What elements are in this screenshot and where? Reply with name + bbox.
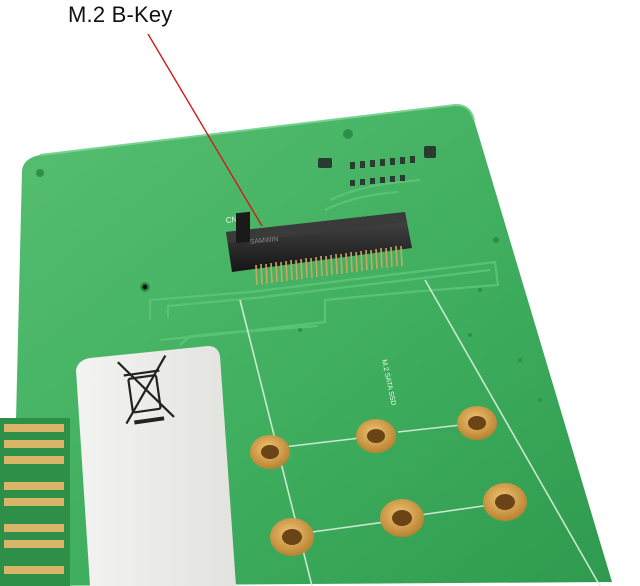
- warranty-sticker: [76, 346, 236, 586]
- via-hole: [142, 284, 148, 290]
- smd-component-pads: [318, 146, 436, 186]
- pcb-edge-highlight: [39, 103, 475, 156]
- pcie-edge-contacts: [0, 418, 70, 586]
- connector-pins: [255, 245, 403, 286]
- callout-leader-line: [147, 33, 263, 227]
- callout-label-m2-bkey: M.2 B-Key: [68, 2, 173, 27]
- m2-connector: SAMWIN: [226, 211, 412, 286]
- mounting-holes: [250, 406, 527, 556]
- weee-bin-icon: [117, 354, 175, 425]
- connector-silkscreen-cn2: CN2: [225, 214, 242, 225]
- connector-marking: SAMWIN: [249, 236, 278, 246]
- pcb-traces: [148, 178, 500, 346]
